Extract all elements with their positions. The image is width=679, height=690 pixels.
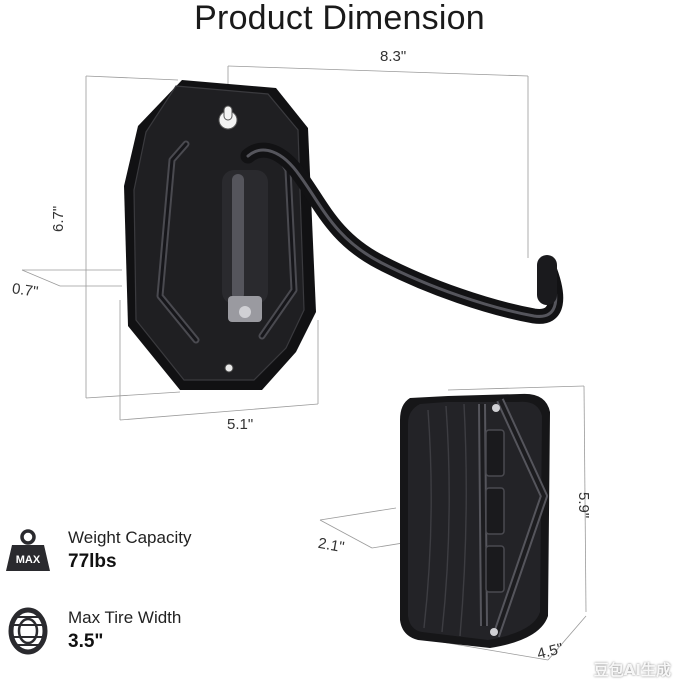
dimension-lines: [21, 65, 587, 661]
feature-value: 77lbs: [68, 551, 117, 572]
dimension-width-top: 8.3": [380, 48, 407, 65]
dimension-depth-left: 0.7": [10, 280, 40, 301]
dimension-pad-height: 5.9": [575, 492, 592, 519]
weight-icon-text: MAX: [16, 554, 41, 566]
hook-arm: [240, 142, 564, 324]
tire-icon: [8, 607, 48, 655]
feature-max-tire-width: Max Tire Width 3.5": [0, 607, 181, 655]
feature-label: Max Tire Width: [68, 608, 182, 627]
feature-label: Weight Capacity: [68, 528, 192, 547]
hinge-cylinder: [222, 170, 268, 322]
page-title: Product Dimension: [194, 0, 485, 37]
feature-weight-capacity: MAX Weight Capacity 77lbs: [0, 527, 191, 575]
feature-value: 3.5": [68, 631, 104, 652]
weight-max-icon: MAX: [6, 529, 50, 571]
watermark: 豆包AI生成: [593, 661, 671, 679]
wall-plate: [124, 80, 316, 390]
dimension-height-left: 6.7": [50, 205, 67, 232]
tire-pad: [400, 393, 550, 648]
dimension-plate-width: 5.1": [227, 416, 254, 433]
